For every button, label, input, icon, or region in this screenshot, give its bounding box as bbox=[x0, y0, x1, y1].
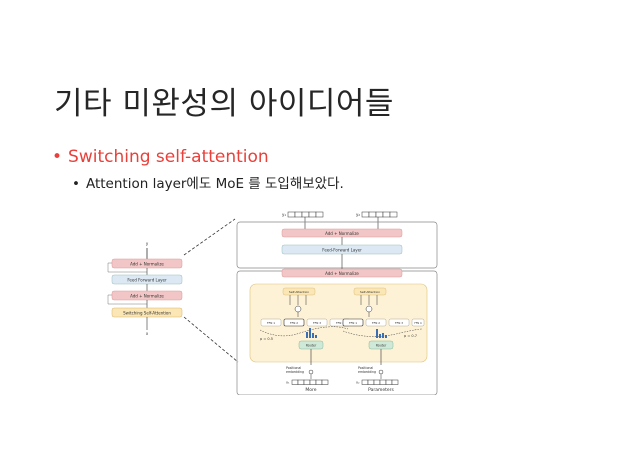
y2-label: y₂ bbox=[356, 212, 360, 217]
self-attention-right-label: Self-Attention bbox=[360, 290, 380, 294]
head-3-left bbox=[306, 318, 328, 327]
router-left-chart bbox=[306, 328, 317, 338]
router-right-chart bbox=[376, 329, 387, 338]
left-ffn-label: Feed Forward Layer bbox=[127, 278, 167, 283]
right-heads: FFN 1 FFN 2 FFN 3 FFN 4 bbox=[342, 318, 425, 327]
left-add-norm-top-label: Add + Normalize bbox=[130, 262, 164, 267]
router-left-label: Router bbox=[306, 344, 317, 348]
self-attention-left bbox=[282, 287, 316, 296]
self-attention-left-label: Self-Attention bbox=[289, 290, 309, 294]
x1-vector bbox=[291, 379, 329, 385]
head-2-right bbox=[365, 318, 387, 327]
slide-title: 기타 미완성의 아이디어들 bbox=[54, 86, 394, 122]
positional-label-left-1: Positional bbox=[286, 366, 301, 370]
positional-label-right-2: embedding bbox=[358, 370, 376, 374]
head-1-right bbox=[342, 318, 364, 327]
combine-left bbox=[294, 305, 302, 313]
head-3-right bbox=[388, 318, 410, 327]
left-add-norm-bottom-label: Add + Normalize bbox=[130, 294, 164, 299]
head-2-right-label: FFN 2 bbox=[372, 321, 380, 325]
add-positional-right bbox=[378, 369, 384, 375]
positional-label-left-2: embedding bbox=[286, 370, 304, 374]
head-4-right bbox=[411, 318, 425, 327]
head-3-left-label: FFN 3 bbox=[313, 321, 321, 325]
sub-bullet-text: Attention layer에도 MoE 를 도입해보았다. bbox=[85, 176, 344, 192]
head-1-right-label: FFN 1 bbox=[349, 321, 357, 325]
x2-vector bbox=[361, 379, 399, 385]
bullet-text: Switching self-attention bbox=[68, 147, 269, 167]
word-more: More bbox=[305, 387, 316, 393]
switch-attention-diagram: y Add + Normalize Feed Forward Layer Add… bbox=[107, 211, 438, 395]
right-diagram: y₁ y₂ Add + Normalize bbox=[236, 211, 438, 395]
self-attention-right bbox=[353, 287, 387, 296]
p-right-label: p = 0.7 bbox=[404, 334, 417, 338]
sub-bullet-attention-moe: • Attention layer에도 MoE 를 도입해보았다. bbox=[72, 172, 344, 192]
x2-label: x₂ bbox=[356, 381, 360, 385]
head-2-left bbox=[283, 318, 305, 327]
y2-vector bbox=[361, 211, 398, 218]
right-add-norm-mid-label: Add + Normalize bbox=[325, 271, 359, 276]
bullet-dot: • bbox=[72, 176, 80, 192]
right-add-norm-mid bbox=[281, 268, 403, 278]
left-switching-label: Switching Self-Attention bbox=[123, 311, 171, 316]
right-add-norm-top-label: Add + Normalize bbox=[325, 231, 359, 236]
right-ffn-label: Feed-Forward Layer bbox=[322, 248, 362, 253]
p-left-label: p = 0.5 bbox=[260, 337, 273, 341]
y1-vector bbox=[287, 211, 324, 218]
head-1-left-label: FFN 1 bbox=[267, 321, 275, 325]
left-stack: y Add + Normalize Feed Forward Layer Add… bbox=[107, 241, 183, 336]
y1-label: y₁ bbox=[282, 212, 286, 217]
head-3-right-label: FFN 3 bbox=[395, 321, 403, 325]
combine-right bbox=[365, 305, 373, 313]
x1-label: x₁ bbox=[286, 381, 290, 385]
positional-label-right-1: Positional bbox=[358, 366, 373, 370]
head-2-left-label: FFN 2 bbox=[290, 321, 298, 325]
left-output-label: y bbox=[146, 241, 149, 246]
bullet-dot: • bbox=[52, 147, 63, 167]
add-positional-left bbox=[308, 369, 314, 375]
word-parameters: Parameters bbox=[368, 387, 394, 393]
head-4-right-label: FFN 4 bbox=[414, 321, 422, 325]
router-right-label: Router bbox=[376, 344, 387, 348]
head-4-left-label: FFN 4 bbox=[336, 321, 344, 325]
left-input-label: x bbox=[146, 331, 149, 336]
head-1-left bbox=[260, 318, 282, 327]
bullet-switching-self-attention: •Switching self-attention bbox=[52, 147, 269, 167]
